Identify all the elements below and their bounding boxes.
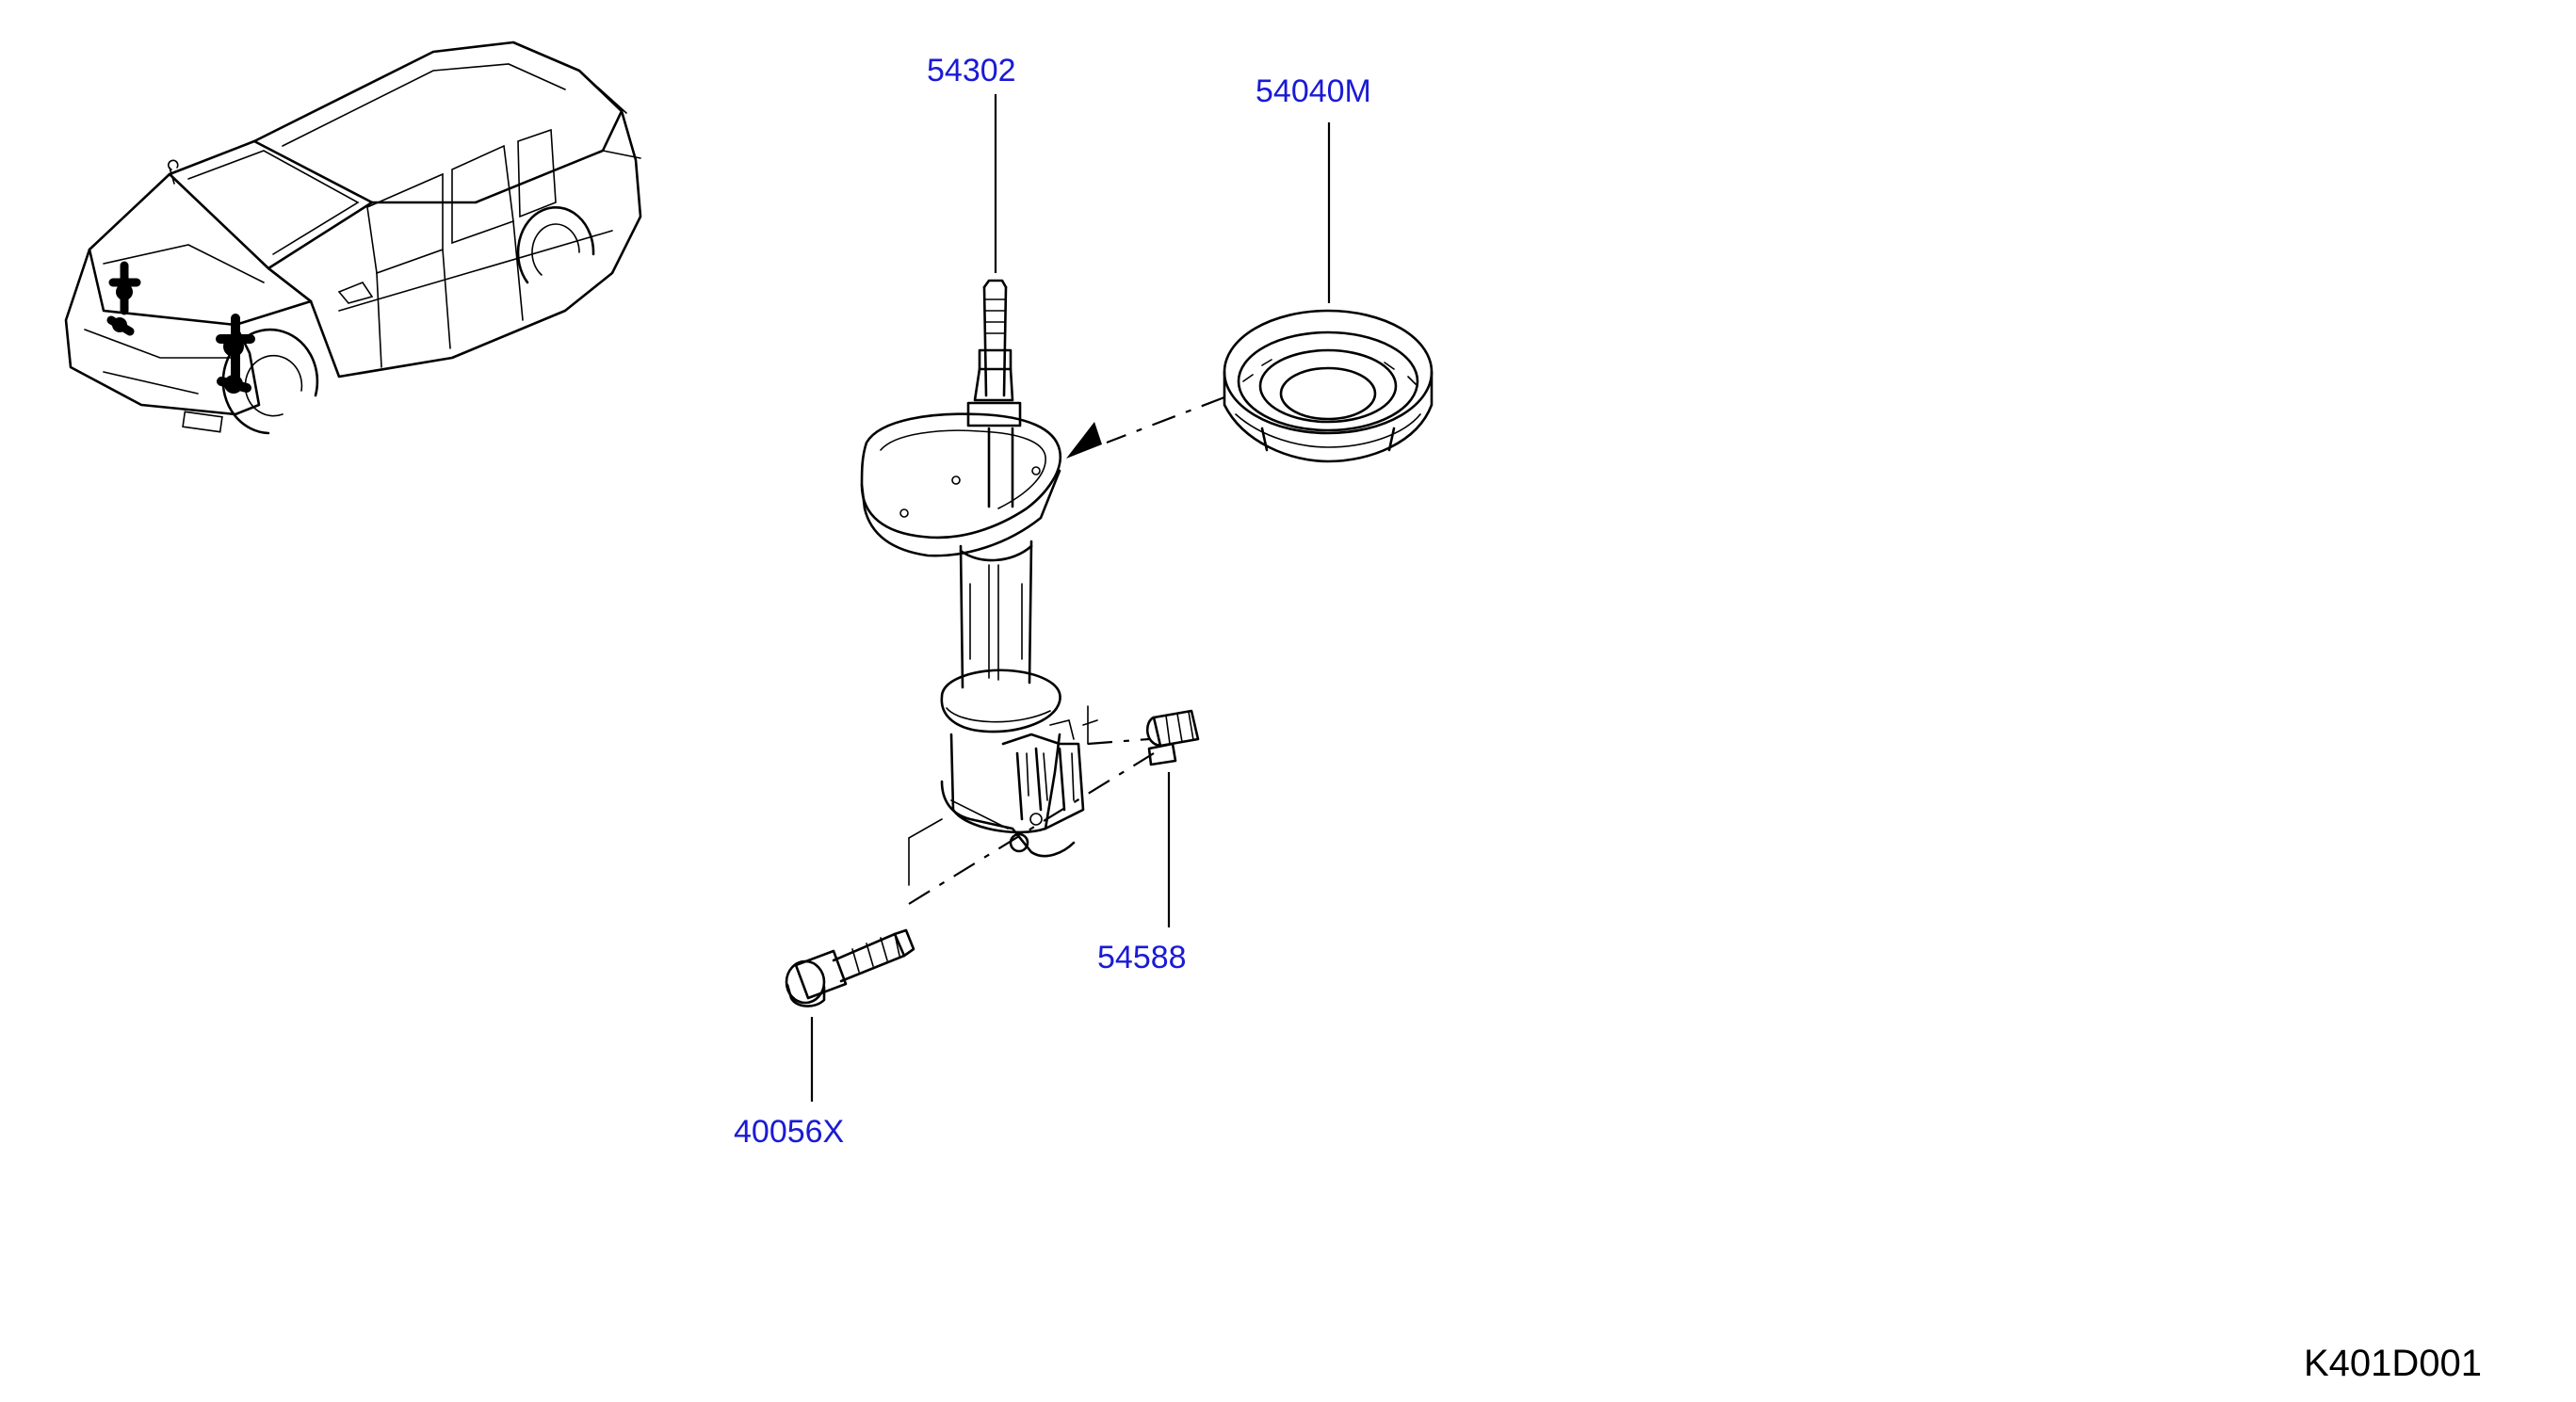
part-label-40056x[interactable]: 40056X [734,1114,845,1150]
vehicle-locator-illustration [64,40,642,435]
diagram-code: K401D001 [2304,1343,2483,1384]
assembly-guide-lines [908,395,1225,905]
leader-lines [810,94,1331,1102]
bolt-drawing [785,928,915,1007]
part-label-54040m[interactable]: 54040M [1256,73,1371,109]
strut-assembly-drawing [860,279,1098,858]
strut-mounting-seat-drawing [1223,309,1434,463]
nut-drawing [1146,709,1200,766]
part-label-54302[interactable]: 54302 [927,53,1016,89]
part-label-54588[interactable]: 54588 [1097,940,1187,975]
